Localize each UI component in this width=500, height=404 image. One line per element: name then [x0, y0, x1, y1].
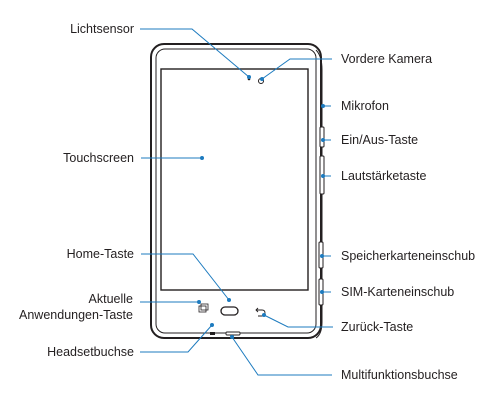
- label-headsetbuchse: Headsetbuchse: [47, 345, 134, 359]
- multipurpose-jack: [225, 331, 241, 336]
- label-home-taste: Home-Taste: [67, 247, 134, 261]
- label-aktuelle-line2: Anwendungen-Taste: [19, 308, 133, 322]
- headset-jack: [210, 332, 215, 335]
- label-vordere-kamera: Vordere Kamera: [341, 52, 432, 66]
- touchscreen-display: [160, 68, 309, 291]
- label-lichtsensor: Lichtsensor: [70, 22, 134, 36]
- label-mikrofon: Mikrofon: [341, 99, 389, 113]
- label-zurueck-taste: Zurück-Taste: [341, 320, 413, 334]
- tablet-device: [150, 43, 325, 339]
- label-aktuelle-line1: Aktuelle: [89, 292, 134, 306]
- label-sim-karteneinschub: SIM-Karteneinschub: [341, 285, 454, 299]
- leader-home-taste: [141, 253, 230, 301]
- leader-zurueck-taste: [263, 314, 333, 328]
- label-lautstaerketaste: Lautstärketaste: [341, 169, 427, 183]
- recent-apps-key-icon[interactable]: [198, 303, 209, 313]
- label-multifunktionsbuchse: Multifunktionsbuchse: [341, 368, 458, 382]
- leader-lichtsensor: [140, 28, 250, 78]
- label-speicherkarteneinschub: Speicherkarteneinschub: [341, 249, 475, 263]
- home-button[interactable]: [220, 306, 239, 316]
- label-ein-aus-taste: Ein/Aus-Taste: [341, 133, 418, 147]
- tablet-side-edge: [315, 49, 323, 339]
- labels: Lichtsensor Vordere Kamera Mikrofon Ein/…: [19, 22, 475, 382]
- power-key-button[interactable]: [319, 126, 325, 148]
- leader-vordere-kamera: [261, 58, 332, 80]
- label-touchscreen: Touchscreen: [63, 151, 134, 165]
- leader-multifunktionsbuchse: [231, 336, 332, 376]
- leader-lines: [140, 28, 333, 376]
- leader-headsetbuchse: [140, 324, 213, 353]
